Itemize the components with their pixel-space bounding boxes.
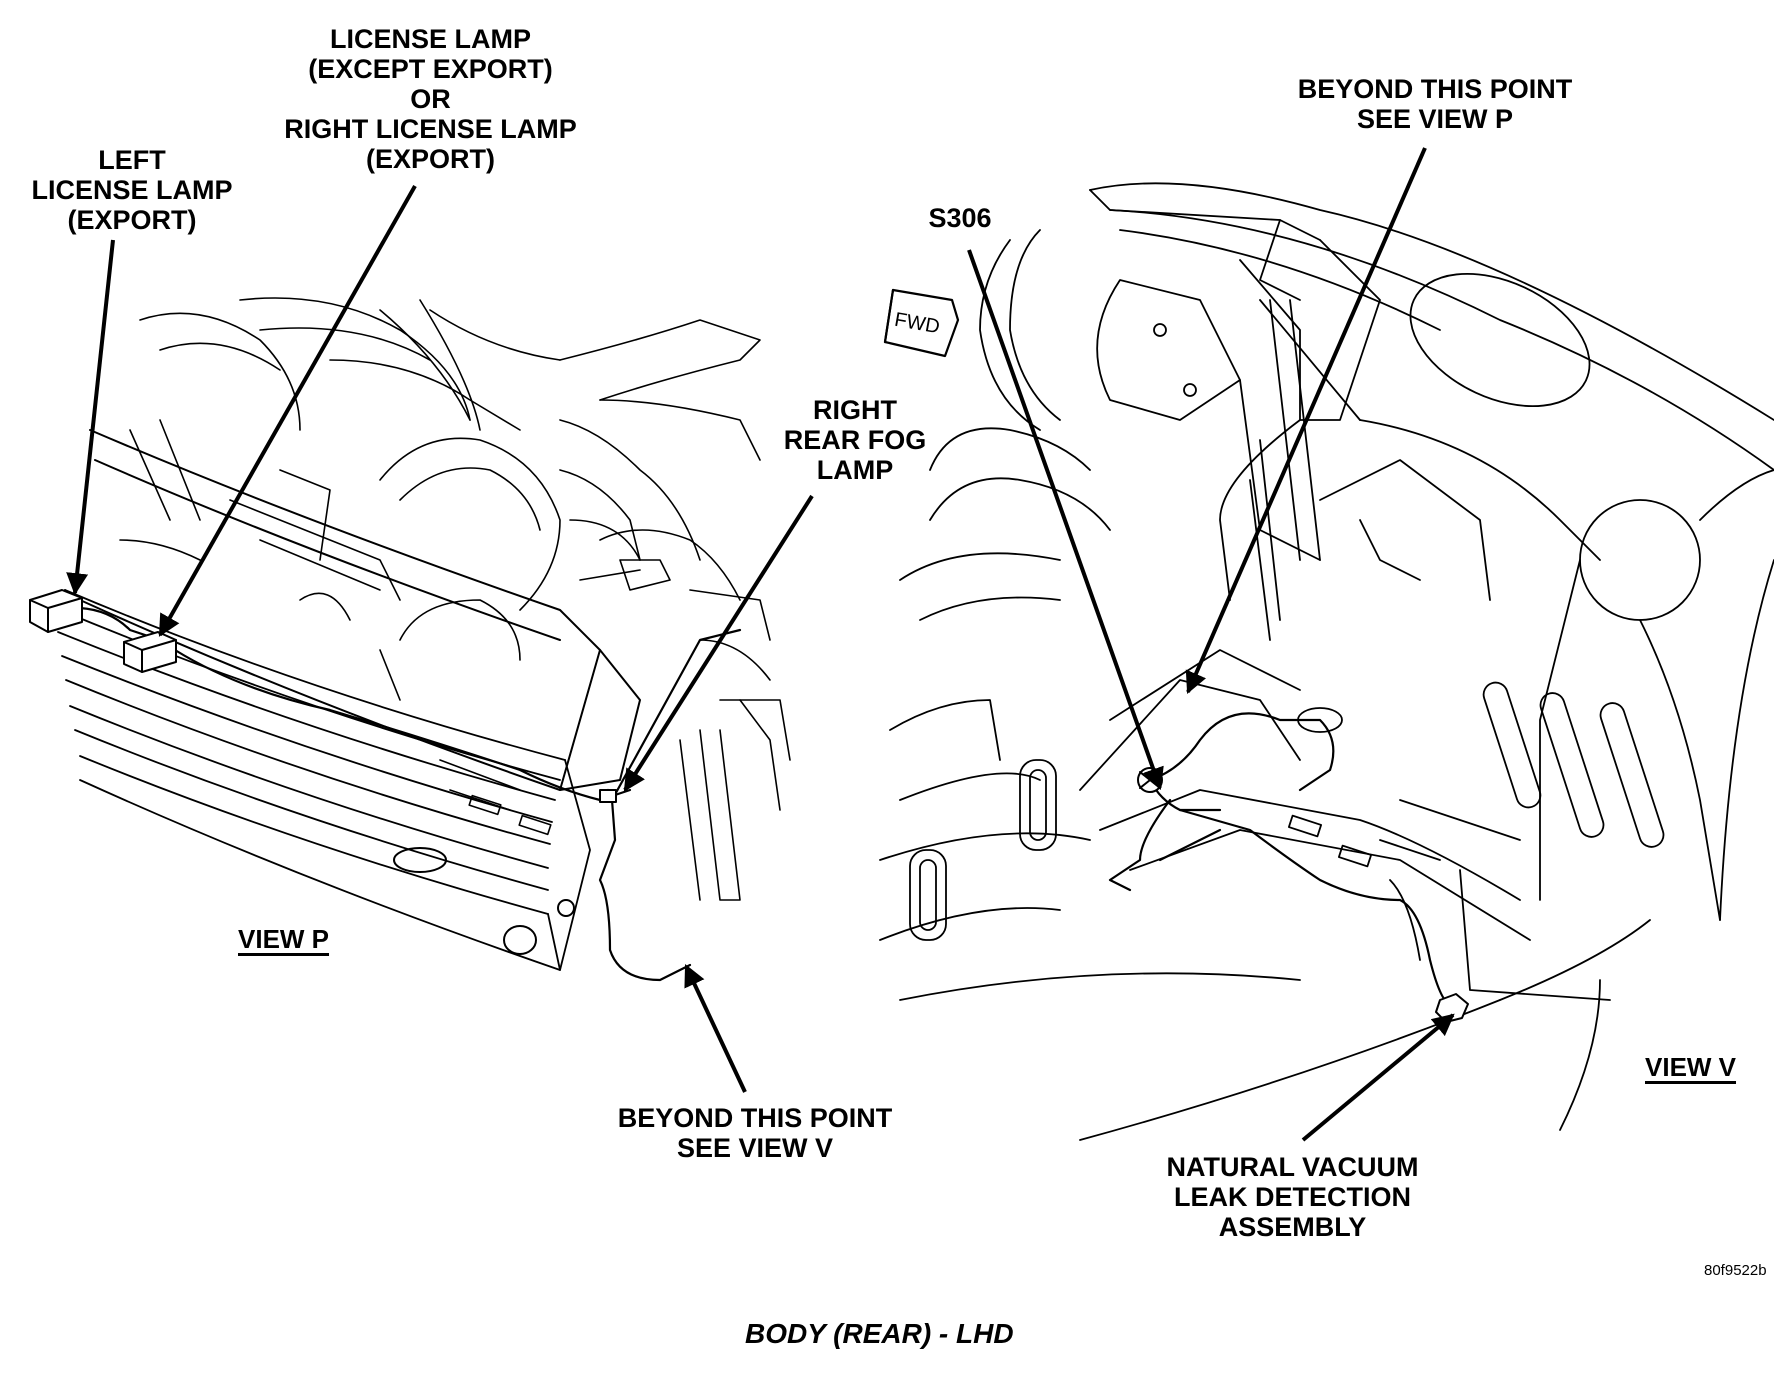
fwd-label: FWD (893, 309, 942, 339)
view-p-title: VIEW P (238, 924, 330, 954)
quarter-panel-inner (879, 229, 1651, 1141)
trunk-floor-slots (909, 649, 1665, 1001)
leader-arrows (66, 147, 1455, 1142)
view-p-connectors (29, 589, 617, 803)
license-lamp-label: LICENSE LAMP (EXCEPT EXPORT) OR RIGHT LI… (284, 24, 577, 174)
leader-s306 (967, 249, 1164, 791)
view-v-title: VIEW V (1645, 1052, 1737, 1082)
leader-license-lamp (158, 185, 417, 637)
leader-right-rear-fog-lamp (623, 494, 814, 792)
figure-caption: BODY (REAR) - LHD (745, 1318, 1014, 1349)
trunk-structure (119, 297, 791, 901)
leader-left-license-lamp (66, 239, 115, 596)
leader-beyond-see-view-v (684, 964, 747, 1093)
bumper-fascia (29, 589, 591, 971)
splice-s306-label: S306 (928, 203, 992, 233)
nvld-assembly-label: NATURAL VACUUM LEAK DETECTION ASSEMBLY (1166, 1152, 1419, 1242)
beyond-see-view-p-label: BEYOND THIS POINT SEE VIEW P (1297, 74, 1573, 134)
leader-nvld-assembly (1301, 1013, 1455, 1142)
left-license-lamp-label: LEFT LICENSE LAMP (EXPORT) (31, 145, 233, 235)
view-p-illustration (29, 297, 791, 982)
bumper-beam (79, 429, 641, 955)
fwd-arrow-icon (883, 288, 960, 358)
figure-code: 80f9522b (1704, 1262, 1767, 1279)
view-v-illustration (879, 182, 1774, 1141)
beyond-see-view-v-label: BEYOND THIS POINT SEE VIEW V (617, 1103, 893, 1163)
right-rear-fog-lamp-label: RIGHT REAR FOG LAMP (783, 395, 927, 485)
leader-beyond-see-view-p (1185, 147, 1427, 695)
